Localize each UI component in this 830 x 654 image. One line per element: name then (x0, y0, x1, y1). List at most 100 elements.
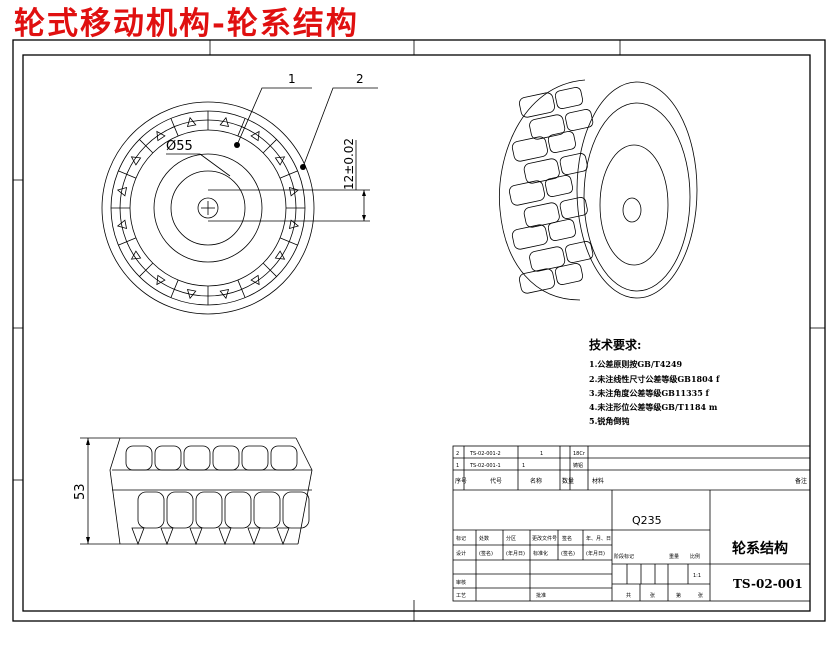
rib-tooth (274, 250, 286, 260)
side-roller-top (183, 445, 211, 471)
tech-item-5: 5.锐角倒钝 (589, 416, 629, 426)
iso-roller (529, 114, 566, 140)
rib-line (170, 118, 179, 137)
rev-label-1: 标记 (456, 535, 466, 542)
rib-tooth (186, 288, 197, 300)
sheet-total-unit: 张 (650, 592, 655, 599)
side-tooth (276, 527, 290, 546)
part-2-material: 18Cr (573, 451, 586, 457)
rib-tooth (219, 116, 230, 128)
part-1-material: 铸铝 (573, 462, 583, 469)
drawing-name: 轮系结构 (732, 540, 788, 557)
drawing-number: TS-02-001 (733, 577, 803, 591)
iso-roller (559, 153, 588, 175)
iso-roller (544, 175, 574, 197)
offset-dimension: 12±0.02 (342, 138, 356, 190)
tech-item-4: 4.未注形位公差等级GB/T1184 m (589, 402, 718, 412)
side-roller-bottom (253, 491, 281, 529)
material-value: Q235 (632, 514, 662, 527)
header-name: 名称 (530, 477, 542, 485)
width-dimension: 53 (73, 483, 88, 500)
rib-tooth (274, 156, 286, 166)
header-mark: 备注 (795, 477, 807, 485)
side-roller-bottom (137, 491, 165, 529)
design-sign: (签名) (479, 550, 493, 557)
rev-label-5: 签名 (562, 535, 572, 542)
side-view: 53 (73, 437, 313, 546)
rib-line (170, 279, 179, 298)
side-roller-top (154, 445, 182, 471)
iso-roller (511, 136, 548, 162)
rib-tooth (250, 274, 260, 286)
standard-sign: (签名) (561, 550, 575, 557)
rib-tooth (250, 130, 260, 142)
iso-roller (547, 131, 576, 153)
rib-line (279, 170, 298, 179)
page-title: 轮式移动机构-轮系结构 (14, 6, 359, 42)
part-2-index: 2 (456, 451, 459, 457)
balloon-2: 2 (356, 72, 364, 86)
iso-roller (519, 92, 555, 118)
rib-tooth (288, 186, 300, 197)
design-label: 设计 (456, 550, 466, 557)
rib-tooth (156, 274, 166, 286)
side-roller-top (125, 445, 153, 471)
part-1-index: 1 (456, 463, 459, 469)
side-tooth (247, 527, 261, 546)
rev-label-6: 年、月、日 (586, 535, 611, 542)
isometric-view (498, 79, 698, 301)
rib-tooth (130, 250, 142, 260)
rib-tooth (288, 219, 300, 230)
side-roller-bottom (166, 491, 194, 529)
craft-label: 工艺 (456, 593, 466, 599)
balloon-1: 1 (288, 72, 296, 86)
side-roller-top (270, 445, 298, 471)
stage-label: 阶段标记 (614, 553, 634, 560)
rib-line (237, 118, 246, 137)
outer-frame (12, 39, 826, 622)
iso-roller (519, 268, 555, 294)
rev-label-3: 分区 (506, 535, 516, 542)
approve-label: 批准 (536, 592, 546, 599)
header-code: 代号 (490, 477, 502, 485)
rib-tooth (116, 186, 128, 197)
iso-roller (523, 202, 560, 228)
inner-frame (22, 54, 811, 612)
side-roller-bottom (282, 491, 310, 529)
iso-roller (523, 158, 560, 184)
side-tooth (218, 527, 232, 546)
tech-item-3: 3.未注角度公差等级GB11335 f (589, 388, 710, 398)
side-roller-bottom (195, 491, 223, 529)
part-1-qty: 1 (522, 463, 525, 469)
rib-line (139, 262, 154, 277)
rib-line (139, 139, 154, 154)
tech-item-2: 2.未注线性尺寸公差等级GB1804 f (589, 374, 720, 384)
iso-roller (559, 197, 588, 219)
design-date: (年月日) (506, 550, 525, 557)
rib-line (118, 237, 137, 246)
sheet-number-label: 第 (676, 592, 681, 599)
rib-tooth (130, 156, 142, 166)
scale-value: 1:1 (693, 573, 701, 579)
header-qty: 数量 (562, 477, 574, 485)
rib-line (237, 279, 246, 298)
side-tooth (131, 527, 145, 546)
centering-marks (13, 40, 825, 621)
iso-roller (547, 219, 576, 241)
weight-label: 重量 (669, 553, 679, 560)
rev-label-2: 处数 (479, 535, 489, 542)
side-roller-top (241, 445, 269, 471)
side-roller-bottom (224, 491, 252, 529)
iso-roller (565, 109, 594, 131)
sheet-number-unit: 张 (698, 592, 703, 599)
iso-roller (529, 246, 566, 272)
tech-requirements: 技术要求: 1.公差原则按GB/T4249 2.未注线性尺寸公差等级GB1804… (589, 337, 720, 426)
iso-roller (565, 241, 594, 263)
iso-rollers (509, 87, 594, 294)
rib-line (262, 139, 277, 154)
side-tooth (160, 527, 174, 546)
iso-roller (554, 87, 584, 109)
roller-ribs (111, 111, 305, 305)
part-1-code: TS-02-001-1 (469, 463, 501, 469)
